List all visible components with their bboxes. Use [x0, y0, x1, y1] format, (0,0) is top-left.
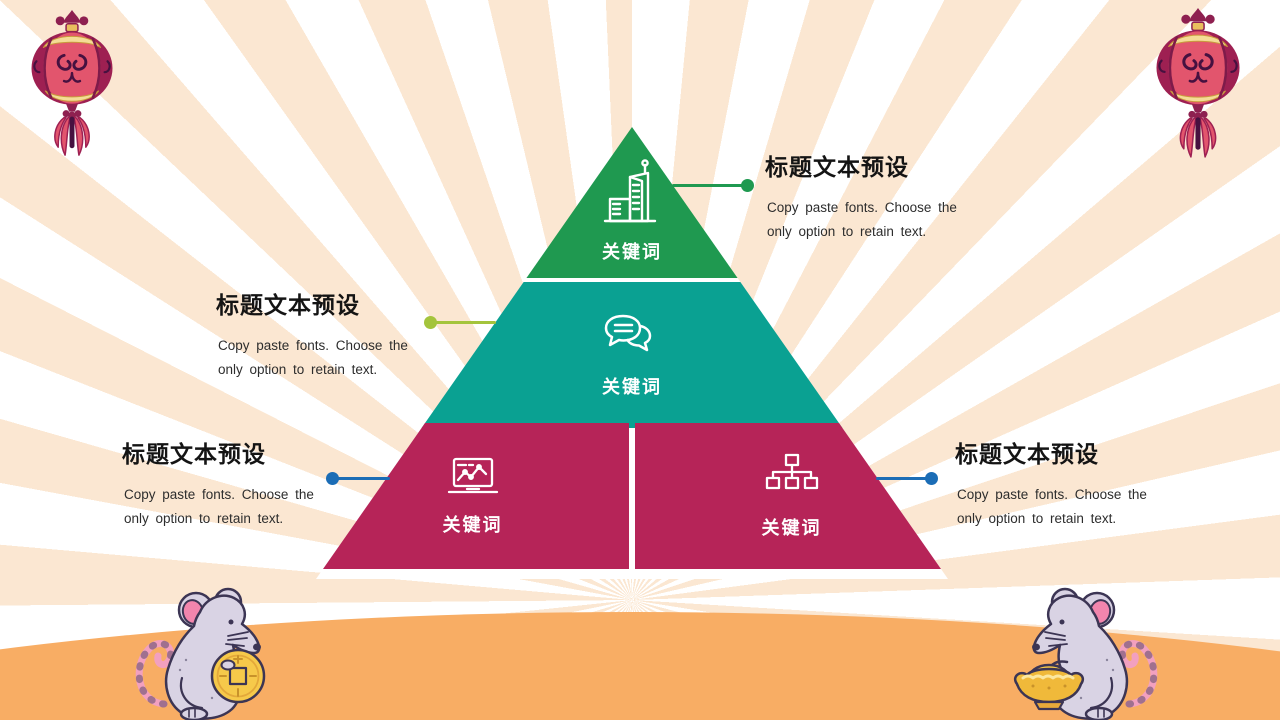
connector-middle-left — [424, 316, 496, 329]
callout-body[interactable]: Copy paste fonts. Choose the only option… — [124, 483, 314, 531]
callout-body-line: Copy paste fonts. Choose the — [218, 338, 408, 353]
level-bottom-right-label[interactable]: 关键词 — [761, 517, 822, 538]
connector-top-right — [672, 179, 754, 192]
callout-title[interactable]: 标题文本预设 — [122, 441, 266, 467]
connector-bottom-left — [326, 472, 390, 485]
connector-dot — [741, 179, 754, 192]
callout-body[interactable]: Copy paste fonts. Choose the only option… — [957, 483, 1147, 531]
callout-body-line: only option to retain text. — [218, 362, 378, 377]
connector-bottom-right — [876, 472, 938, 485]
callout-body-line: Copy paste fonts. Choose the — [767, 200, 957, 215]
connector-dot — [326, 472, 339, 485]
level-middle-label[interactable]: 关键词 — [602, 376, 662, 397]
callout-title[interactable]: 标题文本预设 — [955, 441, 1099, 467]
connector-dot — [424, 316, 437, 329]
gold-ingot-icon — [1013, 663, 1085, 711]
connector-dot — [925, 472, 938, 485]
level-gap — [316, 428, 948, 433]
chinese-lantern-icon — [31, 9, 113, 156]
gold-coin-icon — [210, 648, 266, 704]
callout-middle-left[interactable]: 标题文本预设 Copy paste fonts. Choose the only… — [216, 286, 408, 382]
callout-top-right[interactable]: 标题文本预设 Copy paste fonts. Choose the only… — [765, 148, 957, 244]
callout-bottom-left[interactable]: 标题文本预设 Copy paste fonts. Choose the only… — [122, 435, 314, 531]
mouse-with-ingot-illustration — [1013, 587, 1158, 720]
level-top-label[interactable]: 关键词 — [602, 242, 662, 262]
callout-title[interactable]: 标题文本预设 — [216, 292, 360, 318]
chat-bubbles-icon — [604, 314, 652, 351]
callout-body[interactable]: Copy paste fonts. Choose the only option… — [767, 196, 957, 244]
mouse-with-coin-illustration — [135, 587, 266, 720]
org-chart-icon — [765, 453, 818, 489]
level-bottom-left-label[interactable]: 关键词 — [442, 514, 503, 535]
callout-body-line: only option to retain text. — [957, 511, 1117, 526]
callout-body[interactable]: Copy paste fonts. Choose the only option… — [218, 334, 408, 382]
laptop-chart-icon — [447, 457, 498, 493]
buildings-icon — [603, 159, 657, 223]
callout-body-line: Copy paste fonts. Choose the — [124, 487, 314, 502]
callout-body-line: only option to retain text. — [767, 224, 927, 239]
callout-title[interactable]: 标题文本预设 — [765, 154, 909, 180]
level-gap — [316, 278, 948, 282]
callout-bottom-right[interactable]: 标题文本预设 Copy paste fonts. Choose the only… — [955, 435, 1147, 531]
chinese-lantern-icon — [1156, 8, 1240, 158]
callout-body-line: only option to retain text. — [124, 511, 284, 526]
callout-body-line: Copy paste fonts. Choose the — [957, 487, 1147, 502]
pyramid-level-bottom: 关键词 关键词 — [316, 423, 948, 579]
